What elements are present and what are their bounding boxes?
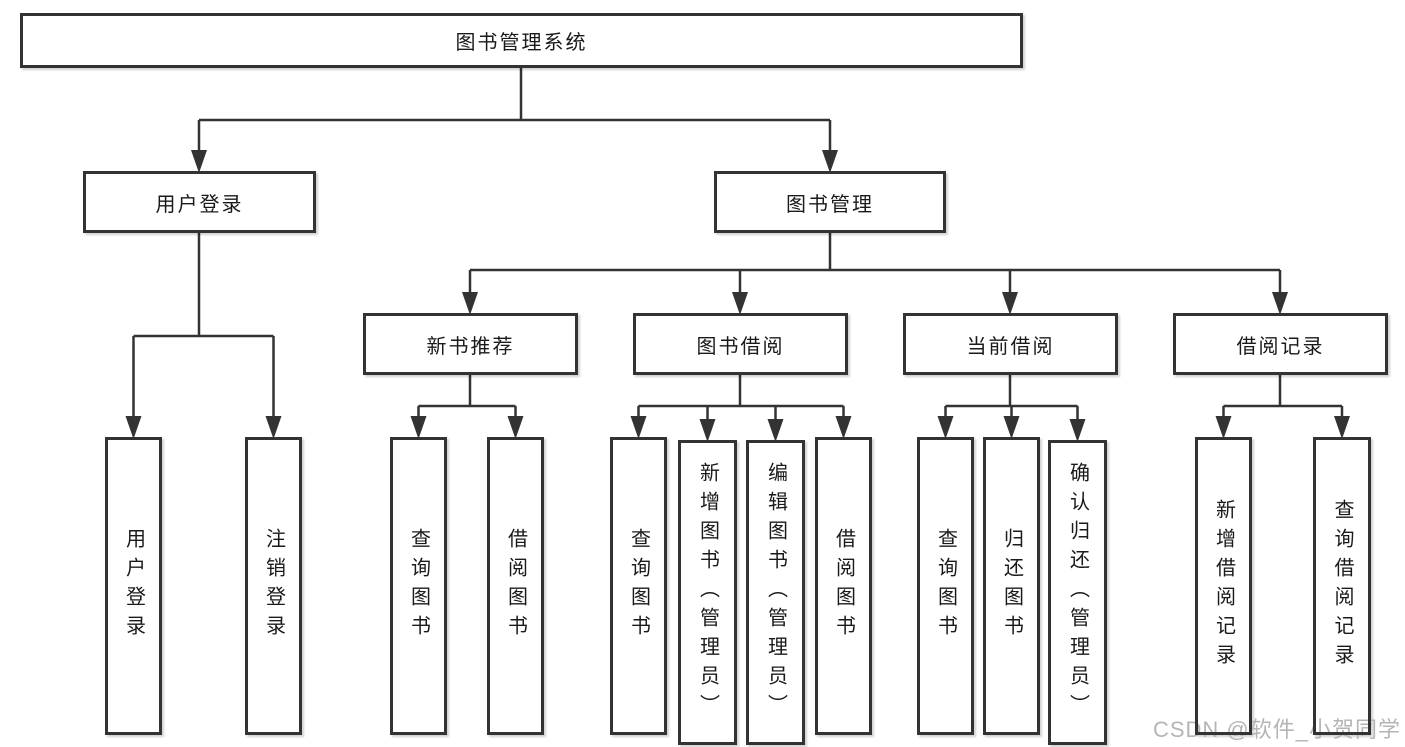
node-nb-query-books: 查询图书 — [390, 437, 447, 735]
node-bb-edit-books-admin: 编辑图书（管理员） — [746, 440, 805, 745]
node-br-add-borrow-record-label: 新增借阅记录 — [1212, 499, 1235, 673]
node-logout: 注销登录 — [245, 437, 302, 735]
node-new-book-recommendation: 新书推荐 — [363, 313, 578, 375]
node-bb-add-books-admin: 新增图书（管理员） — [678, 440, 737, 745]
node-cb-query-books: 查询图书 — [917, 437, 974, 735]
node-bb-borrow-books: 借阅图书 — [815, 437, 872, 735]
node-user-login-label: 用户登录 — [122, 528, 145, 644]
node-bb-edit-books-admin-label: 编辑图书（管理员） — [764, 462, 787, 723]
node-logout-label: 注销登录 — [262, 528, 285, 644]
node-bb-borrow-books-label: 借阅图书 — [832, 528, 855, 644]
node-bb-query-books-label: 查询图书 — [627, 528, 650, 644]
node-nb-borrow-books-label: 借阅图书 — [504, 528, 527, 644]
node-cb-return-books: 归还图书 — [983, 437, 1040, 735]
node-book-borrowing: 图书借阅 — [633, 313, 848, 375]
node-current-borrowing: 当前借阅 — [903, 313, 1118, 375]
node-bb-add-books-admin-label: 新增图书（管理员） — [696, 462, 719, 723]
node-cb-return-books-label: 归还图书 — [1000, 528, 1023, 644]
node-br-query-borrow-record-label: 查询借阅记录 — [1331, 499, 1353, 673]
arrowhead-icons — [125, 150, 1350, 442]
node-nb-borrow-books: 借阅图书 — [487, 437, 544, 735]
connector-segments — [132, 67, 1344, 430]
node-cb-confirm-return-admin-label: 确认归还（管理员） — [1066, 462, 1089, 723]
node-book-management: 图书管理 — [714, 171, 946, 233]
node-borrowing-records: 借阅记录 — [1173, 313, 1388, 375]
node-bb-query-books: 查询图书 — [610, 437, 667, 735]
node-user-login-branch: 用户登录 — [83, 171, 316, 233]
node-br-query-borrow-record: 查询借阅记录 — [1313, 437, 1371, 735]
node-user-login: 用户登录 — [105, 437, 162, 735]
node-cb-query-books-label: 查询图书 — [934, 528, 957, 644]
node-library-management-system: 图书管理系统 — [20, 13, 1023, 68]
node-cb-confirm-return-admin: 确认归还（管理员） — [1048, 440, 1107, 745]
csdn-watermark: CSDN @软件_小贺同学 — [1152, 717, 1401, 742]
node-nb-query-books-label: 查询图书 — [407, 528, 430, 644]
node-br-add-borrow-record: 新增借阅记录 — [1195, 437, 1252, 735]
